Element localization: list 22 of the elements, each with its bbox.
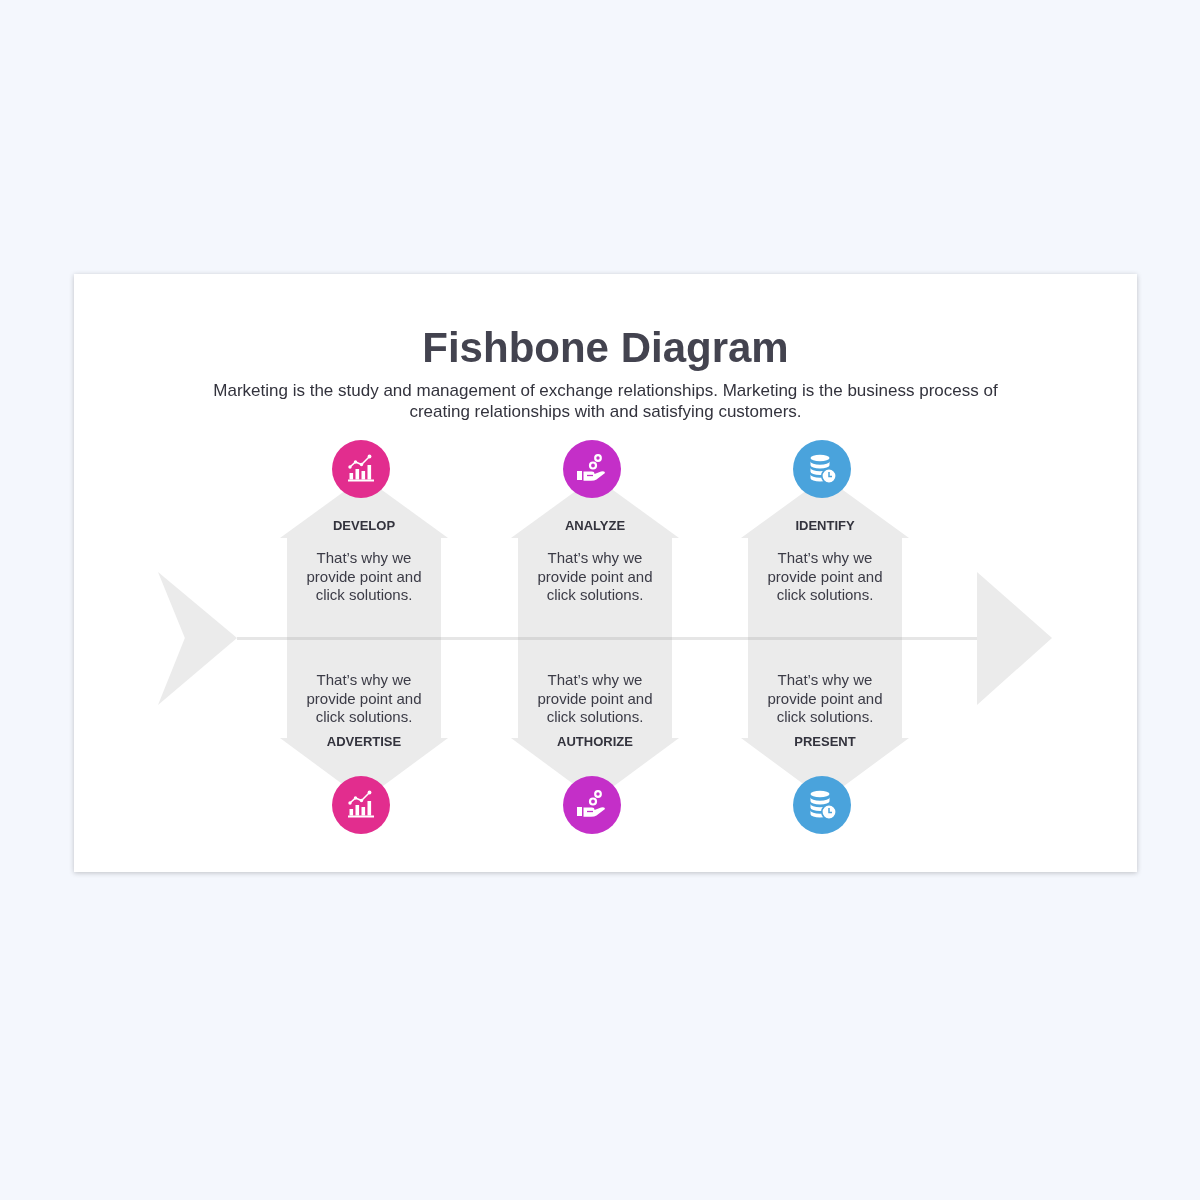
panel-text: That’s why we provide point and click solutions. [305,549,423,605]
panel-heading: IDENTIFY [795,518,855,534]
panel-heading: PRESENT [794,733,856,750]
panel-text: That’s why we provide point and click solutions. [536,671,654,727]
panel-text: That’s why we provide point and click solutions. [536,549,654,605]
panel-text: That’s why we provide point and click solutions. [305,671,423,727]
down-arrow-panel [280,638,448,836]
up-arrow-panel [280,440,448,638]
panel-heading: ANALYZE [564,518,626,534]
up-arrow-panel [511,440,679,638]
down-arrow-panel [511,638,679,836]
up-arrow-panel [741,440,909,638]
fish-head [977,572,1052,705]
panel-text: That’s why we provide point and click solutions. [766,671,884,727]
fish-tail [158,572,237,705]
diagram-title: Fishbone Diagram [422,323,789,373]
down-arrow-panel [741,638,909,836]
panel-heading: ADVERTISE [326,733,402,750]
subtitle-text: Marketing is the study and management of exchange relationships. Marketing is the business process of creating relationships with and satisfying customers. [212,380,999,422]
panel-heading: AUTHORIZE [557,733,633,750]
panel-heading: DEVELOP [332,518,396,534]
panel-text: That’s why we provide point and click solutions. [766,549,884,605]
